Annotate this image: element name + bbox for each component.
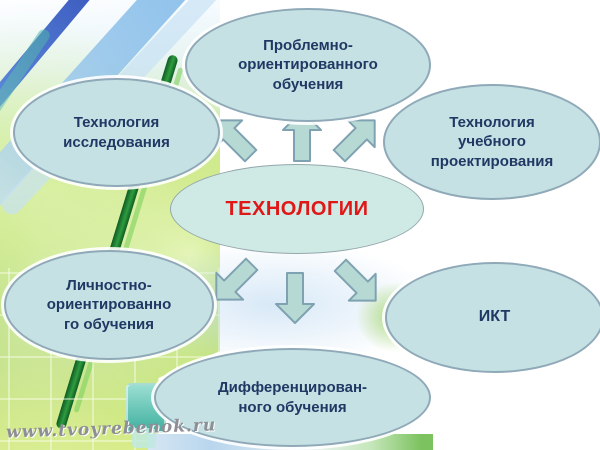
node-problem-oriented-learning: Проблемно- ориентированного обучения	[185, 8, 431, 122]
node-label: Проблемно- ориентированного обучения	[238, 36, 378, 93]
node-label: Личностно- ориентированно го обучения	[46, 276, 172, 333]
arrow-down-icon	[275, 272, 315, 324]
node-differentiated-learning: Дифференцирован- ного обучения	[154, 348, 431, 447]
arrow-down-right-icon	[333, 258, 377, 302]
node-project-design-technology: Технология учебного проектирования	[383, 84, 600, 200]
node-ict: ИКТ	[385, 262, 600, 373]
center-title: ТЕХНОЛОГИИ	[225, 198, 369, 220]
node-label: Технология исследования	[63, 114, 170, 151]
arrow-up-right-icon	[332, 119, 376, 163]
node-label: ИКТ	[478, 308, 511, 326]
node-technologies-center: ТЕХНОЛОГИИ	[170, 164, 424, 254]
node-label: Дифференцирован- ного обучения	[217, 379, 368, 416]
node-research-technology: Технология исследования	[13, 78, 220, 187]
pale-tile	[132, 428, 156, 448]
node-label: Технология учебного проектирования	[430, 113, 554, 170]
node-personality-oriented-learning: Личностно- ориентированно го обучения	[4, 250, 214, 360]
arrow-up-icon	[282, 110, 322, 162]
arrow-down-left-icon	[215, 257, 259, 301]
